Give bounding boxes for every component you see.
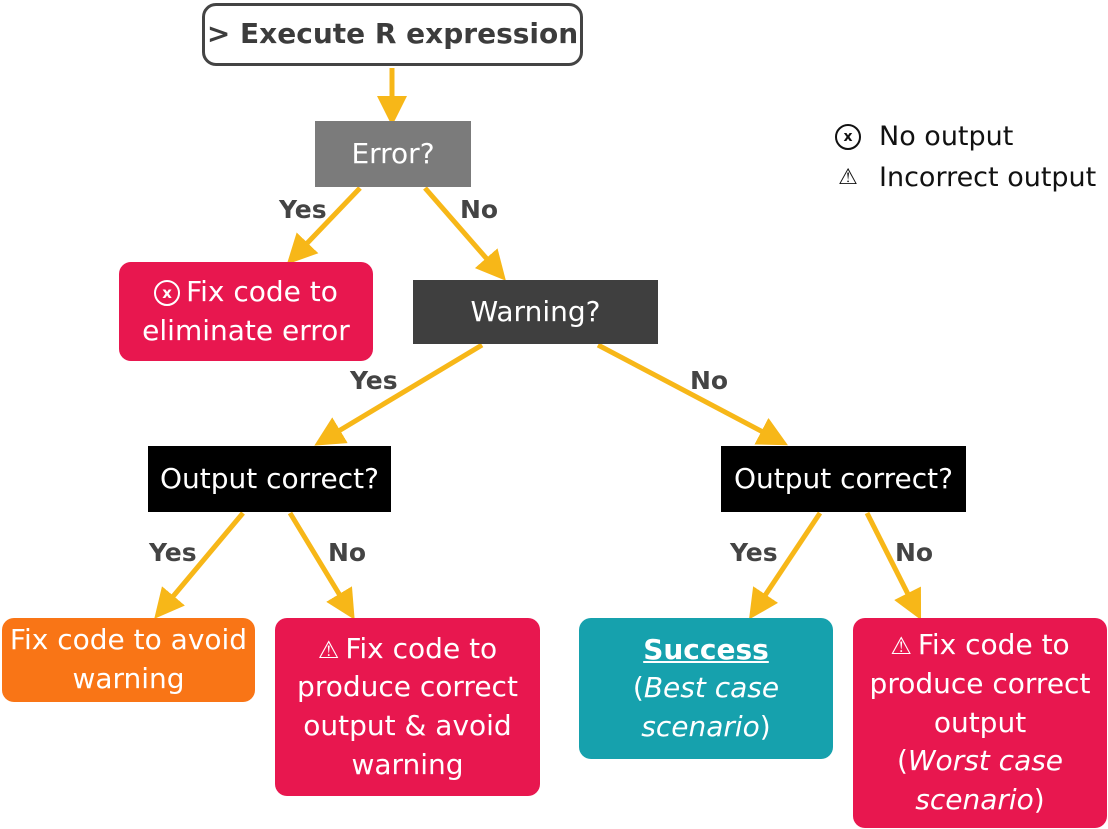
start-label: > Execute R expression — [206, 17, 579, 51]
fix-output-and-warning-box: ⚠Fix code to produce correct output & av… — [275, 618, 540, 796]
warning-triangle-icon: ⚠ — [838, 165, 858, 190]
arrow-error-yes — [286, 186, 362, 265]
legend-incorrect-output-label: Incorrect output — [879, 162, 1097, 193]
success-open-paren: ( — [632, 671, 644, 705]
output-correct-decision-left: Output correct? — [148, 446, 391, 512]
fix-error-line2: eliminate error — [142, 313, 350, 347]
fix-both-line4: warning — [351, 747, 464, 781]
fix-worst-line3: output — [933, 705, 1027, 739]
fix-warning-line1: Fix code to avoid — [9, 623, 248, 657]
fix-worst-case-box: ⚠Fix code to produce correct output (Wor… — [853, 618, 1107, 828]
warning-decision-label: Warning? — [470, 294, 601, 328]
legend-no-output: x No output — [835, 116, 1096, 157]
output-correct-decision-right: Output correct? — [721, 446, 966, 512]
warning-triangle-icon: ⚠ — [317, 635, 340, 664]
legend-incorrect-output: ⚠ Incorrect output — [835, 157, 1096, 198]
fix-worst-line2: produce correct — [869, 667, 1091, 701]
fix-worst-line5: scenario — [915, 782, 1034, 816]
arrow-left-yes — [154, 511, 245, 619]
arrow-left-no — [287, 511, 355, 620]
warning-decision: Warning? — [413, 280, 658, 344]
output-correct-left-label: Output correct? — [159, 461, 380, 495]
output-correct-right-label: Output correct? — [733, 461, 954, 495]
fix-warning-line2: warning — [72, 662, 185, 695]
edge-label-warning-no: No — [690, 366, 729, 395]
fix-both-line3: output & avoid — [303, 709, 512, 742]
no-output-icon: x — [835, 123, 861, 150]
arrow-error-no — [423, 186, 506, 281]
edge-label-right-yes: Yes — [730, 538, 778, 567]
edge-label-left-yes: Yes — [149, 538, 197, 567]
warning-triangle-icon: ⚠ — [890, 632, 912, 661]
arrow-right-no — [864, 511, 922, 621]
success-title: Success — [643, 632, 769, 666]
worst-open-paren: ( — [896, 744, 908, 778]
fix-both-line1: Fix code to — [345, 631, 498, 665]
fix-both-line2: produce correct — [297, 670, 518, 704]
no-output-icon: x — [154, 280, 181, 307]
fix-worst-line4: Worst case — [907, 744, 1064, 778]
arrow-right-yes — [749, 511, 823, 620]
legend-no-output-label: No output — [879, 121, 1014, 152]
edge-label-warning-yes: Yes — [350, 366, 398, 395]
success-box: Success (Best case scenario) — [579, 618, 833, 759]
fix-warning-box: Fix code to avoid warning — [2, 618, 255, 702]
legend: x No output ⚠ Incorrect output — [835, 116, 1096, 198]
edge-label-error-yes: Yes — [279, 195, 327, 224]
edge-label-right-no: No — [895, 538, 934, 567]
arrow-warning-yes — [314, 342, 484, 446]
fix-worst-line1: Fix code to — [917, 628, 1070, 662]
worst-close-paren: ) — [1033, 782, 1045, 816]
arrow-warning-no — [596, 342, 788, 446]
edge-label-error-no: No — [460, 195, 499, 224]
success-line2: Best case — [643, 671, 780, 705]
success-line3: scenario — [641, 709, 760, 743]
error-decision-label: Error? — [351, 136, 435, 170]
fix-error-line1: Fix code to — [186, 274, 338, 308]
edge-label-left-no: No — [328, 538, 367, 567]
error-decision: Error? — [315, 121, 471, 187]
start-node: > Execute R expression — [202, 3, 583, 66]
success-close-paren: ) — [759, 709, 771, 743]
